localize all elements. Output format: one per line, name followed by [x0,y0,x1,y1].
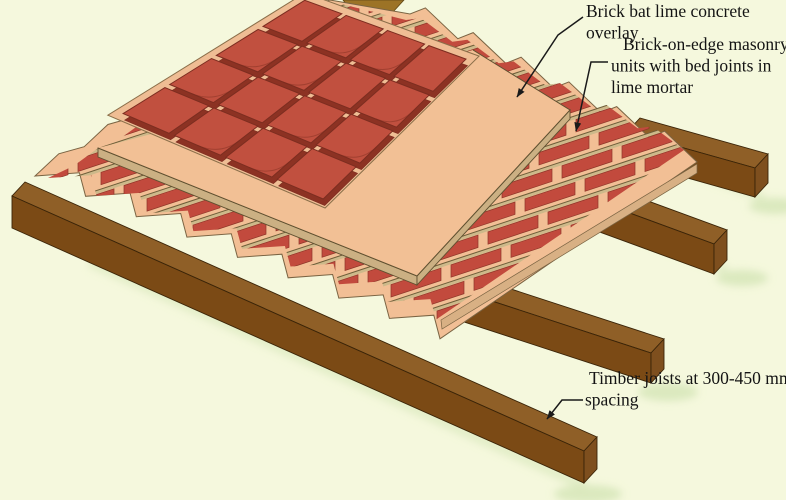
clay-tile [305,14,385,59]
tile-accent-line [197,140,240,150]
tile-accent-line [283,75,324,86]
label-masonry-line1: Brick-on-edge masonry [623,34,786,54]
timber-joist-2-end-face [713,228,728,276]
clay-tile [173,107,259,156]
tile-accent-line [236,57,278,68]
clay-tile [217,76,301,124]
timber-joist-3-end-face [650,337,665,385]
label-masonry-line3: lime mortar [611,77,693,97]
label-overlay-line2: overlay [586,23,639,43]
tile-accent-line [248,161,290,172]
label-overlay-line1: Brick bat lime concrete [586,1,750,21]
clay-tile [315,113,394,164]
brick-unit [547,195,599,225]
brick-unit [501,168,553,199]
brick-unit [450,247,502,278]
timber-joist-4-end-face [583,435,598,485]
brick-unit [524,181,576,212]
leader-joists [546,399,583,420]
annotations-layer: Brick bat lime concrete overlay Brick-on… [516,1,786,420]
tile-accent-line [326,43,365,54]
brick-unit [538,135,590,166]
clay-tile [276,148,357,200]
brick-unit [487,214,539,245]
clay-tile [261,45,343,91]
label-joists-line2: spacing [585,390,639,410]
tile-accent-line [375,110,414,123]
label-masonry-line2: units with bed joints in [611,56,772,76]
clay-tile [215,28,299,73]
joist-end-shadow [716,270,768,286]
tile-accent-line [191,88,234,98]
clay-tile [168,57,255,104]
joist-end-shadow [749,198,786,214]
brick-unit [644,142,684,172]
clay-tile [224,127,308,178]
clay-tile [349,29,426,76]
tile-accent-line [289,127,329,138]
joist-end-shadow [638,383,698,401]
apron-under-edge [440,163,698,330]
joist-end-shadow [554,485,622,500]
tile-accent-line [337,146,377,158]
timber-joist-1-end-face [754,152,769,199]
slab-top-outline [97,49,571,277]
clay-tile [307,62,387,110]
clay-tile [354,79,431,128]
tile-accent-line [369,58,408,71]
clay-tile [261,0,343,42]
label-joists-line1: Timber joists at 300-450 mm [589,368,786,388]
brick-unit [621,128,673,159]
clay-tile [122,87,210,134]
tile-grid [106,0,481,209]
leader-masonry [574,61,608,132]
brick-unit [584,161,636,192]
brick-unit [561,148,613,179]
clay-tile [266,95,348,144]
leader-overlay [516,16,584,98]
clay-tile [393,45,467,92]
